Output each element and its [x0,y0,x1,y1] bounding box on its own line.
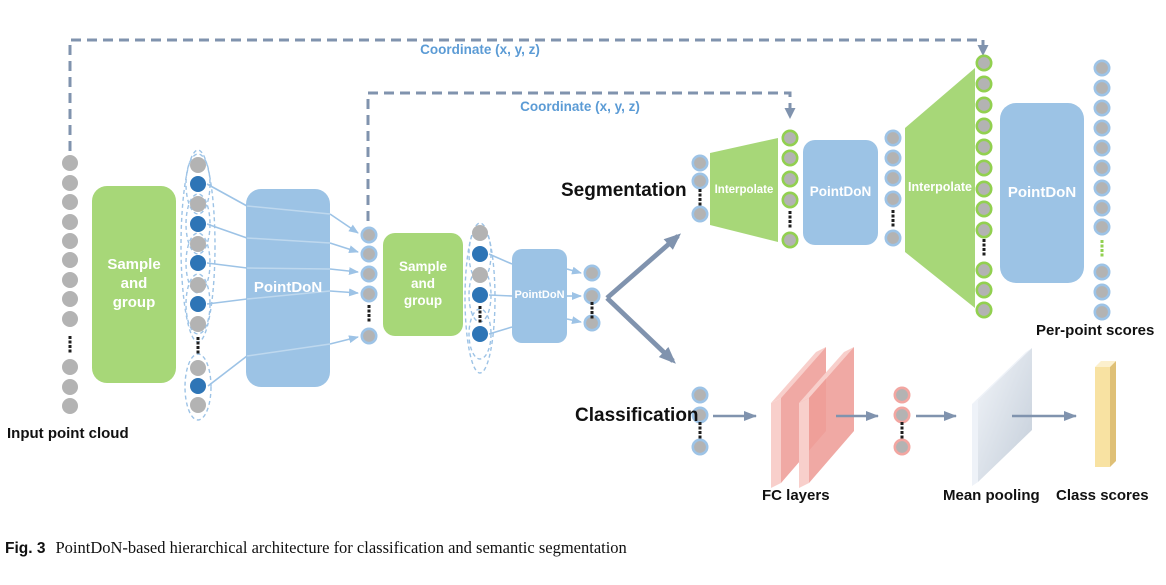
coordinate-top-label: Coordinate (x, y, z) [420,42,540,57]
caption-text: PointDoN-based hierarchical architecture… [55,538,627,557]
coordinate-mid-label: Coordinate (x, y, z) [520,99,640,114]
block-to-feature-arrows [329,213,582,345]
interp2-output-dots [975,54,993,319]
per-point-output-dots [1093,59,1111,321]
interpolate-1-label: Interpolate [714,183,774,196]
pointdon-4-label: PointDoN [1007,183,1077,201]
grouped-points-2 [464,222,496,374]
interp1-output-dots [781,129,799,249]
segmentation-label: Segmentation [561,180,687,201]
pointdon-4-block [1000,103,1084,283]
interpolate-1-trapezoid [710,138,778,242]
features-2-dots [583,264,601,332]
network-blocks [92,68,1084,387]
grouped-points-1 [180,149,216,421]
interpolate-2-trapezoid [905,68,975,308]
class-input-dots [691,386,709,456]
segmentation-branch-arrow [605,233,682,300]
pointdon3-output-dots [884,129,902,247]
pointdon-2-label: PointDoN [514,289,565,302]
class-scores-label: Class scores [1056,487,1149,504]
sample-group-1-label: Sample and group [107,256,161,311]
input-point-cloud-dots [62,155,78,414]
pointdon-1-inner-lines [246,205,331,357]
pointdon-3-block [803,140,878,245]
fc-output-dots [893,386,911,456]
pointdon-3-label: PointDoN [809,184,872,200]
pointdon-2-block [512,249,567,343]
input-point-cloud-label: Input point cloud [7,425,129,442]
pointdon-1-block [246,189,330,387]
pointdon-1-label: PointDoN [253,278,323,296]
classification-label: Classification [575,405,699,426]
per-point-scores-label: Per-point scores [1036,322,1155,339]
coordinate-skip-top [68,38,989,151]
figure-caption: Fig. 3 PointDoN-based hierarchical archit… [5,538,1155,558]
point-dots-layer [62,54,1111,456]
sample-group-2-block [383,233,463,336]
classification-branch-arrow [605,296,676,364]
class-scores-bar [1095,361,1116,467]
coordinate-skip-mid [366,91,796,221]
fc-slab-2 [799,347,854,488]
fc-layers-label: FC layers [762,487,830,504]
branch-arrows [605,233,682,364]
fc-layers-slabs [771,347,854,488]
caption-label: Fig. 3 [5,540,46,557]
seg-input-dots [691,154,709,223]
mean-pooling-plane [972,348,1032,486]
interpolate-2-label: Interpolate [908,180,972,195]
sample-group-2-label: Sample and group [398,259,448,308]
sample-group-1-block [92,186,176,383]
group-to-block-connectors [206,183,513,387]
features-1-dots [360,226,378,345]
mean-pooling-label: Mean pooling [943,487,1040,504]
